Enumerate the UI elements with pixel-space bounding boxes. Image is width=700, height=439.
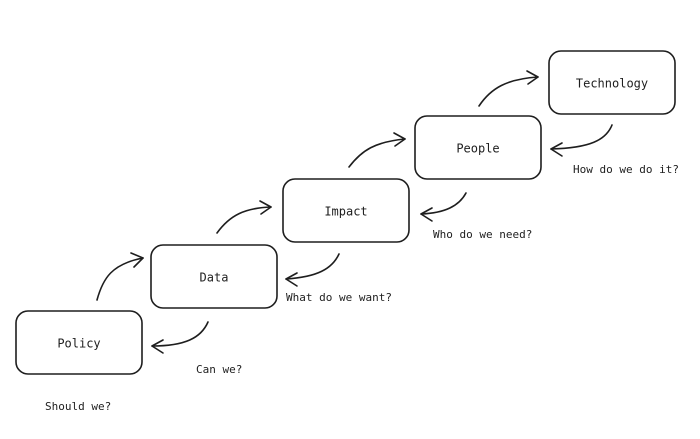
up-arrow-people-to-technology <box>478 70 539 107</box>
up-arrow-impact-to-people <box>348 132 406 168</box>
step-box-data: Data <box>150 244 278 309</box>
step-label-technology: Technology <box>576 77 648 91</box>
step-label-people: People <box>456 142 499 156</box>
step-box-policy: Policy <box>15 310 143 375</box>
step-box-impact: Impact <box>282 178 410 243</box>
back-arrow-impact-to-data <box>285 253 340 287</box>
back-arrow-data-to-policy <box>151 321 209 354</box>
back-arrow-people-to-impact <box>420 192 467 222</box>
up-arrow-policy-to-data <box>96 252 144 301</box>
question-data: Can we? <box>196 363 242 376</box>
question-people: Who do we need? <box>433 228 532 241</box>
back-arrow-technology-to-people <box>550 124 613 157</box>
step-label-policy: Policy <box>57 337 100 351</box>
step-box-technology: Technology <box>548 50 676 115</box>
question-impact: What do we want? <box>286 291 392 304</box>
step-box-people: People <box>414 115 542 180</box>
step-label-impact: Impact <box>324 205 367 219</box>
step-label-data: Data <box>200 271 229 285</box>
question-policy: Should we? <box>45 400 111 413</box>
question-technology: How do we do it? <box>573 163 679 176</box>
up-arrow-data-to-impact <box>216 200 272 234</box>
